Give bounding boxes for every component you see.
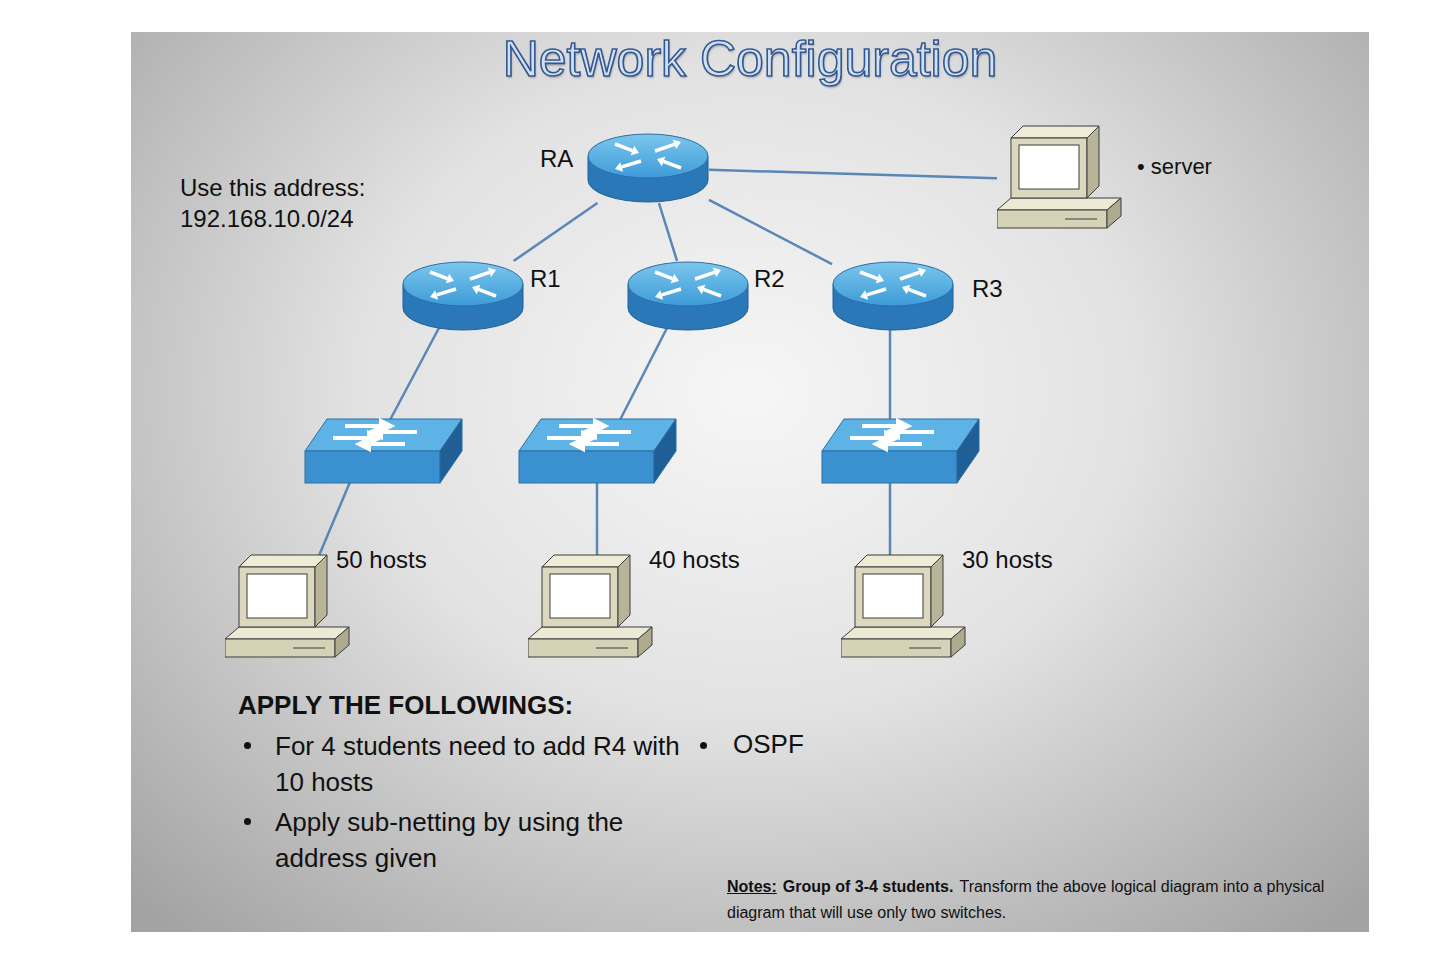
bullet-item: OSPF: [733, 729, 804, 760]
bullet-dot: [700, 742, 707, 749]
host-computer: 30 hosts: [841, 553, 966, 665]
notes-emphasis: Group of 3-4 students.: [783, 878, 954, 895]
link-stroke: [709, 200, 832, 264]
wire: [889, 328, 892, 420]
router-label: R3: [972, 275, 1003, 304]
bullet-dot: [244, 818, 251, 825]
link-line: [514, 203, 598, 261]
wire: [889, 482, 892, 558]
bullet-item: For 4 students need to add R4 with 10 ho…: [275, 729, 685, 801]
router-label: R2: [754, 265, 785, 294]
host-label: 40 hosts: [649, 546, 740, 575]
host-label: 50 hosts: [336, 546, 427, 575]
host-label: • server: [1137, 154, 1212, 180]
bullet-item: Apply sub-netting by using the address g…: [275, 805, 685, 877]
switch-icon: [822, 419, 979, 483]
section-heading: APPLY THE FOLLOWINGS:: [238, 690, 573, 721]
link-line: [709, 170, 997, 178]
link-stroke: [659, 203, 677, 261]
link-stroke: [514, 203, 598, 261]
address-note: Use this address: 192.168.10.0/24: [180, 172, 420, 234]
server-computer: • server: [997, 124, 1122, 236]
wire: [390, 326, 440, 420]
router-icon: RA: [587, 133, 709, 203]
host-computer: 50 hosts: [225, 553, 350, 665]
link-line: [709, 200, 832, 264]
router-label: R1: [530, 265, 561, 294]
notes-paragraph: Notes:Group of 3-4 students.Transform th…: [727, 874, 1357, 925]
router-icon: R3: [832, 261, 954, 331]
router-icon: R2: [627, 261, 749, 331]
switch-icon: [305, 419, 462, 483]
slide-title: Network Configuration: [131, 30, 1369, 88]
link-stroke: [709, 170, 997, 178]
bullet-dot: [244, 742, 251, 749]
switch-icon: [519, 419, 676, 483]
router-icon: R1: [402, 261, 524, 331]
notes-heading: Notes:: [727, 878, 777, 895]
router-label: RA: [540, 145, 573, 174]
wire: [596, 482, 599, 558]
link-line: [659, 203, 677, 261]
host-label: 30 hosts: [962, 546, 1053, 575]
host-computer: 40 hosts: [528, 553, 653, 665]
wire: [620, 326, 668, 420]
